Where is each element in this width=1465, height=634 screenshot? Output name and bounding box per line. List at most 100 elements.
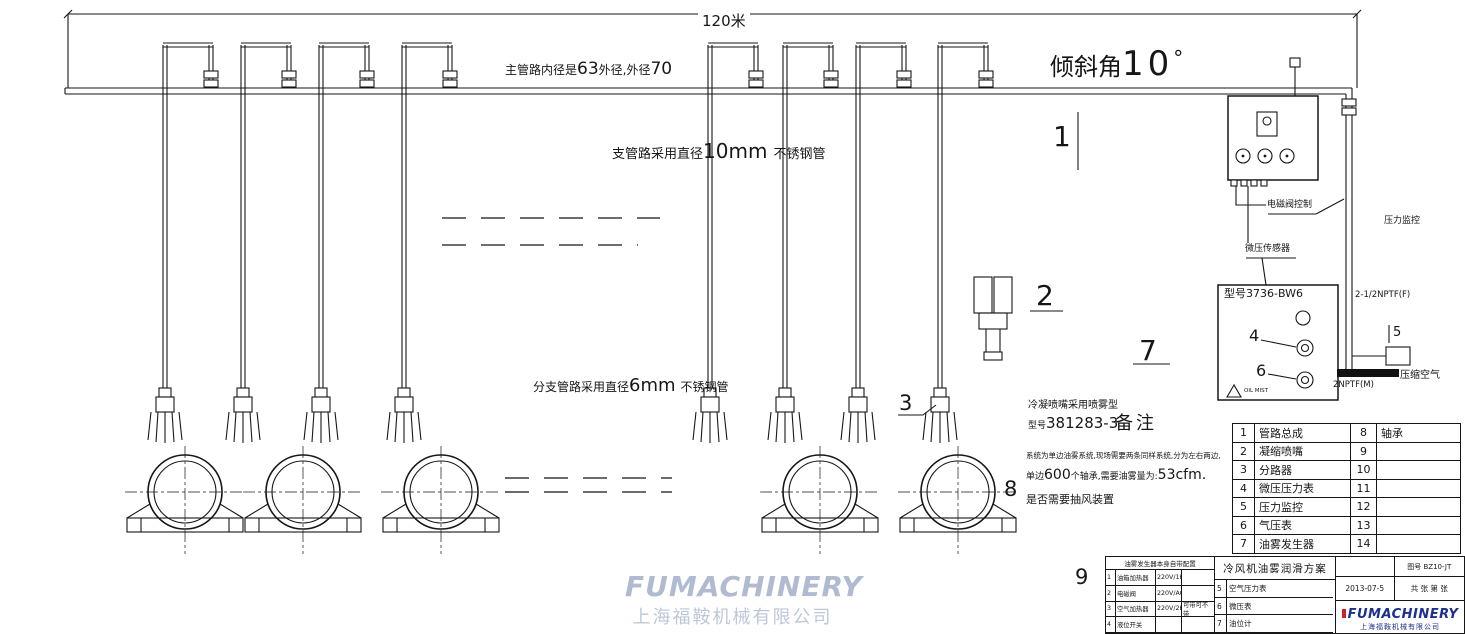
tilt-degree: °	[1173, 46, 1184, 70]
spray-nozzles	[147, 387, 958, 444]
part-no: 3	[1233, 461, 1255, 480]
part-name	[1377, 535, 1461, 554]
nozzle-type-note: 冷凝喷嘴采用喷雾型	[1028, 400, 1118, 411]
notes-line1: 系统为单边油雾系统,现场需要两条同样系统,分为左右两边,	[1026, 451, 1221, 460]
drop-station	[782, 42, 839, 391]
branch-note-text2: 不锈钢管	[773, 147, 826, 162]
config-name: 电磁阀	[1116, 585, 1156, 602]
compressed-air-label: 压缩空气	[1400, 370, 1440, 381]
branch-diameter: 10mm	[703, 139, 768, 163]
config-spec	[1156, 617, 1182, 633]
nptf-f-label: 2-1/2NPTF(F)	[1355, 290, 1411, 300]
part-name	[1377, 498, 1461, 517]
drawing-number-label: 图号	[1407, 562, 1422, 571]
notes-line2a: 单边	[1026, 472, 1045, 482]
part-no: 8	[1351, 424, 1377, 443]
drop-stations	[162, 42, 994, 391]
drop-station	[937, 42, 994, 391]
part-name: 压力监控	[1255, 498, 1351, 517]
main-pipe-inner-diameter: 63	[577, 59, 599, 79]
part-no: 6	[1233, 516, 1255, 535]
drop-station	[707, 42, 764, 391]
part-no: 14	[1351, 535, 1377, 554]
nozzle-model-note: 型号381283-3	[1028, 414, 1118, 432]
drop-station	[318, 42, 375, 391]
part-name: 油雾发生器	[1255, 535, 1351, 554]
bearing	[242, 445, 364, 555]
part-no: 1	[1233, 424, 1255, 443]
tilt-value: 10	[1122, 44, 1174, 84]
spray-nozzle	[692, 387, 728, 444]
spray-nozzle	[767, 387, 803, 444]
watermark-logo: FUMACHINERY	[625, 570, 863, 603]
callout-7: 7	[1139, 334, 1157, 367]
config-num: 3	[1106, 601, 1116, 618]
callout-5: 5	[1393, 325, 1402, 340]
notes-line2c: 个轴承,需要油雾量为:	[1070, 472, 1158, 482]
config-note	[1182, 570, 1214, 586]
part-name	[1377, 442, 1461, 461]
spray-nozzle	[840, 387, 876, 444]
drawing-number-value: BZ10-JT	[1423, 562, 1452, 571]
notes-line3: 是否需要抽风装置	[1026, 493, 1114, 506]
spray-nozzle	[386, 387, 422, 444]
pressure-sensor-label: 微压传感器	[1245, 244, 1291, 254]
config-name: 油箱加热器	[1116, 570, 1156, 586]
config-spec: 220V/2KW	[1156, 601, 1182, 618]
part-no: 5	[1233, 498, 1255, 517]
part-name: 分路器	[1255, 461, 1351, 480]
spray-nozzle	[225, 387, 261, 444]
main-pipe-note-text: 主管路内径是	[505, 63, 578, 77]
notes-line2: 单边600个轴承,需要油雾量为:53cfm.	[1026, 465, 1206, 483]
config-spec: 220V/1KW	[1156, 570, 1182, 586]
control-wires	[1235, 186, 1345, 286]
config-num: 2	[1106, 585, 1116, 602]
oil-mist-warning-label: OIL MIST	[1244, 388, 1268, 394]
sheet-info: 共 张 第 张	[1410, 584, 1448, 593]
extra-name: 微压表	[1227, 598, 1333, 616]
part-name	[1377, 516, 1461, 535]
bearing	[759, 445, 881, 555]
drop-station	[240, 42, 297, 391]
spray-nozzle	[303, 387, 339, 444]
extra-name: 油位计	[1227, 615, 1333, 633]
solenoid-control-label: 电磁阀控制	[1267, 200, 1313, 210]
tilt-angle-note: 倾斜角10°	[1050, 44, 1184, 84]
logo-company-name: 上海福鞍机械有限公司	[1360, 622, 1440, 631]
spray-nozzle	[922, 387, 958, 444]
sub-branch-diameter: 6mm	[629, 375, 676, 396]
sub-branch-note-text2: 不锈钢管	[680, 380, 729, 394]
drawing-title: 冷风机油雾润滑方案	[1215, 557, 1335, 581]
air-hose	[1337, 369, 1399, 377]
part-name: 微压压力表	[1255, 479, 1351, 498]
sub-branch-note-text: 分支管路采用直径	[533, 380, 630, 394]
sub-branch-pipe-note: 分支管路采用直径6mm 不锈钢管	[533, 376, 729, 396]
spray-nozzle	[147, 387, 183, 444]
generator-model-label: 型号3736-BW6	[1224, 287, 1303, 300]
part-no: 10	[1351, 461, 1377, 480]
part-name	[1377, 461, 1461, 480]
nozzle-detail	[973, 276, 1013, 361]
pressure-monitor-label: 压力监控	[1384, 216, 1421, 226]
part-name	[1377, 479, 1461, 498]
extra-num: 5	[1215, 580, 1227, 598]
drawing-date: 2013-07-5	[1336, 577, 1395, 600]
nptf-m-label: 2NPTF(M)	[1333, 380, 1374, 390]
part-name: 凝缩喷嘴	[1255, 442, 1351, 461]
warning-triangle-icon	[1226, 383, 1242, 398]
main-pipe-note-text2: 外径,外径	[598, 63, 651, 77]
config-note	[1182, 617, 1214, 633]
branch-note-text: 支管路采用直径	[612, 147, 704, 162]
callout-2: 2	[1036, 279, 1054, 312]
part-name: 气压表	[1255, 516, 1351, 535]
oil-mist-generator-box	[1217, 284, 1339, 401]
config-num: 1	[1106, 570, 1116, 586]
extra-name: 空气压力表	[1227, 580, 1333, 598]
bearing	[124, 445, 246, 555]
part-no: 4	[1233, 479, 1255, 498]
main-pipe-outer-diameter: 70	[650, 59, 673, 79]
